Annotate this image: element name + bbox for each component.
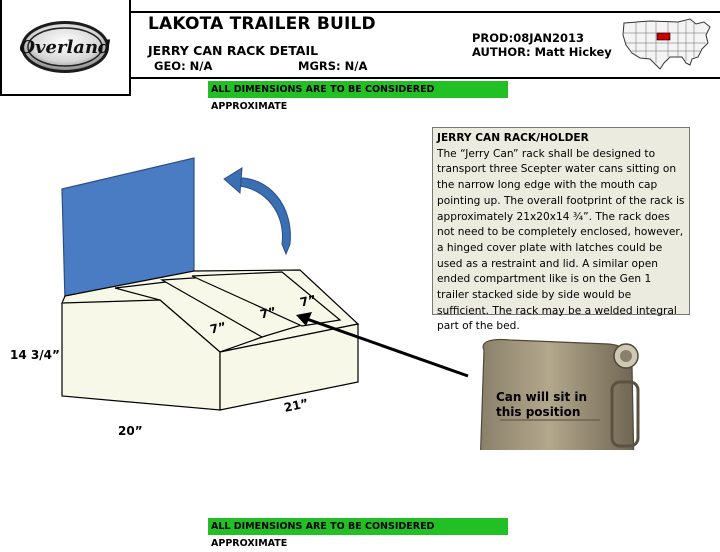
dim-height-label: 14 3/4” [10, 348, 60, 362]
rack-body [61, 269, 360, 411]
header-top-rule [0, 11, 720, 13]
prod-date: PROD:08JAN2013 [472, 31, 585, 45]
rack-description-body: The “Jerry Can” rack shall be designed t… [437, 147, 685, 333]
us-locator-map [620, 13, 716, 76]
top-approx-banner: ALL DIMENSIONS ARE TO BE CONSIDERED APPR… [208, 81, 508, 112]
header-bottom-rule [0, 77, 720, 79]
nebraska-highlight [656, 32, 671, 41]
rack-diagram: 14 3/4” 20” 21” 7” 7” 7” [10, 157, 640, 450]
lid-rotation-arrowhead [223, 167, 243, 195]
dim-width-label: 20” [118, 424, 143, 438]
page-title: LAKOTA TRAILER BUILD [148, 14, 376, 34]
logo-box: Overland [0, 0, 131, 96]
overland-logo: Overland [19, 21, 111, 73]
rack-description-heading: JERRY CAN RACK/HOLDER [437, 132, 589, 144]
geo-field: GEO: N/A [154, 59, 213, 73]
position-pointer [303, 316, 469, 378]
dim-slot2-label: 7” [259, 304, 278, 321]
can-position-callout: Can will sit in this position [496, 390, 588, 419]
dim-depth-label: 21” [283, 396, 310, 415]
position-pointer-head [296, 312, 312, 326]
rack-description-box: JERRY CAN RACK/HOLDER The “Jerry Can” ra… [432, 127, 690, 332]
mgrs-field: MGRS: N/A [298, 59, 368, 73]
author-field: AUTHOR: Matt Hickey [472, 45, 612, 59]
dim-slot3-label: 7” [299, 292, 318, 309]
dim-slot1-label: 7” [209, 319, 228, 336]
page-subtitle: JERRY CAN RACK DETAIL [148, 43, 319, 58]
svg-text:Overland: Overland [19, 37, 111, 58]
bottom-approx-banner: ALL DIMENSIONS ARE TO BE CONSIDERED APPR… [208, 518, 508, 549]
jerry-can-image [480, 338, 640, 450]
lid-rotation-arrow [235, 177, 291, 256]
